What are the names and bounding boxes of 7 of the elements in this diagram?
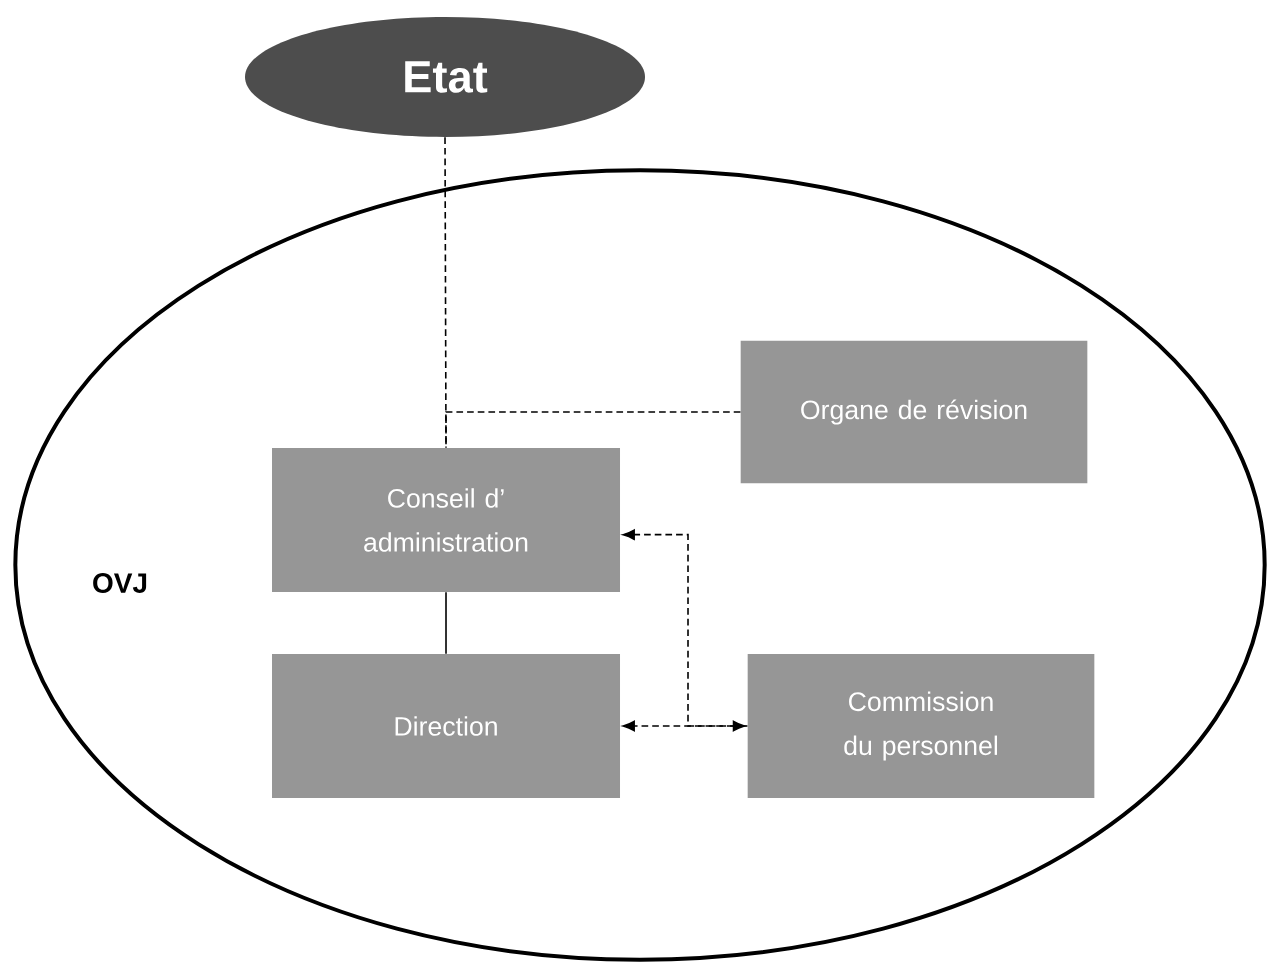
- connector-line: [445, 591, 447, 655]
- process-box: Commission du personnel: [747, 654, 1095, 798]
- arrow: [622, 529, 749, 727]
- process-box: Direction: [272, 654, 620, 798]
- process-box: Organe de révision: [740, 340, 1088, 484]
- connector-line: [444, 136, 447, 449]
- process-box: Conseil d’ administration: [272, 448, 620, 592]
